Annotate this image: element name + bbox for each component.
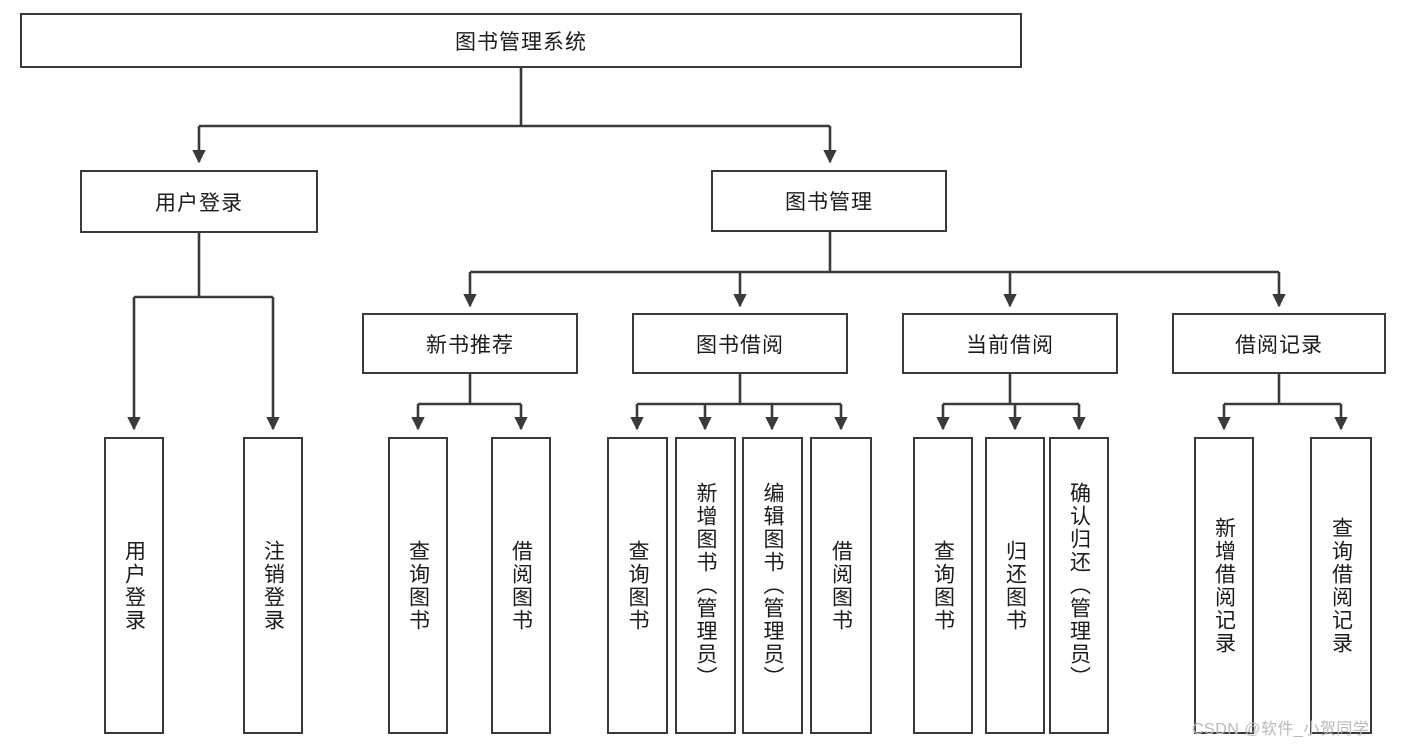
- node-label: 确认归还（管理员）: [1067, 482, 1091, 689]
- node-label: 查询图书: [626, 539, 649, 632]
- leaf-current-borrow-query[interactable]: 查询图书: [913, 437, 973, 734]
- leaf-book-borrow-query[interactable]: 查询图书: [607, 437, 668, 734]
- node-label: 新书推荐: [426, 333, 514, 357]
- leaf-book-borrow-borrow[interactable]: 借阅图书: [810, 437, 872, 734]
- leaf-current-borrow-return[interactable]: 归还图书: [985, 437, 1045, 734]
- node-label: 当前借阅: [966, 333, 1054, 357]
- node-label: 借阅图书: [829, 539, 853, 632]
- node-borrow-records[interactable]: 借阅记录: [1172, 313, 1386, 374]
- node-book-borrow[interactable]: 图书借阅: [632, 313, 848, 374]
- node-label: 新增借阅记录: [1212, 516, 1236, 655]
- node-book-management[interactable]: 图书管理: [711, 170, 947, 232]
- node-root-book-management-system[interactable]: 图书管理系统: [20, 13, 1022, 68]
- leaf-user-login-login[interactable]: 用户登录: [104, 437, 164, 734]
- node-label: 新增图书（管理员）: [694, 482, 717, 689]
- node-label: 图书管理: [785, 191, 873, 214]
- node-label: 图书管理系统: [455, 30, 587, 54]
- node-new-book-recommend[interactable]: 新书推荐: [362, 313, 578, 374]
- node-label: 编辑图书（管理员）: [761, 482, 784, 689]
- node-label: 查询借阅记录: [1329, 516, 1353, 655]
- node-label: 查询图书: [406, 539, 430, 632]
- leaf-new-book-query[interactable]: 查询图书: [388, 437, 448, 734]
- csdn-watermark: CSDN @软件_小贺同学: [1192, 721, 1370, 738]
- node-label: 用户登录: [122, 539, 146, 632]
- leaf-book-borrow-edit[interactable]: 编辑图书（管理员）: [742, 437, 803, 734]
- leaf-user-login-logout[interactable]: 注销登录: [243, 437, 303, 734]
- leaf-borrow-records-query[interactable]: 查询借阅记录: [1310, 437, 1372, 734]
- leaf-book-borrow-add[interactable]: 新增图书（管理员）: [675, 437, 736, 734]
- node-label: 查询图书: [931, 539, 955, 632]
- node-label: 归还图书: [1003, 539, 1027, 632]
- node-label: 用户登录: [155, 191, 243, 215]
- node-label: 借阅图书: [509, 539, 533, 632]
- leaf-new-book-borrow[interactable]: 借阅图书: [491, 437, 551, 734]
- node-user-login[interactable]: 用户登录: [80, 170, 318, 233]
- node-label: 注销登录: [261, 539, 285, 632]
- leaf-current-borrow-confirm-return[interactable]: 确认归还（管理员）: [1049, 437, 1109, 734]
- leaf-borrow-records-add[interactable]: 新增借阅记录: [1194, 437, 1254, 734]
- node-label: 借阅记录: [1235, 333, 1323, 357]
- node-current-borrow[interactable]: 当前借阅: [902, 313, 1118, 374]
- node-label: 图书借阅: [696, 333, 784, 357]
